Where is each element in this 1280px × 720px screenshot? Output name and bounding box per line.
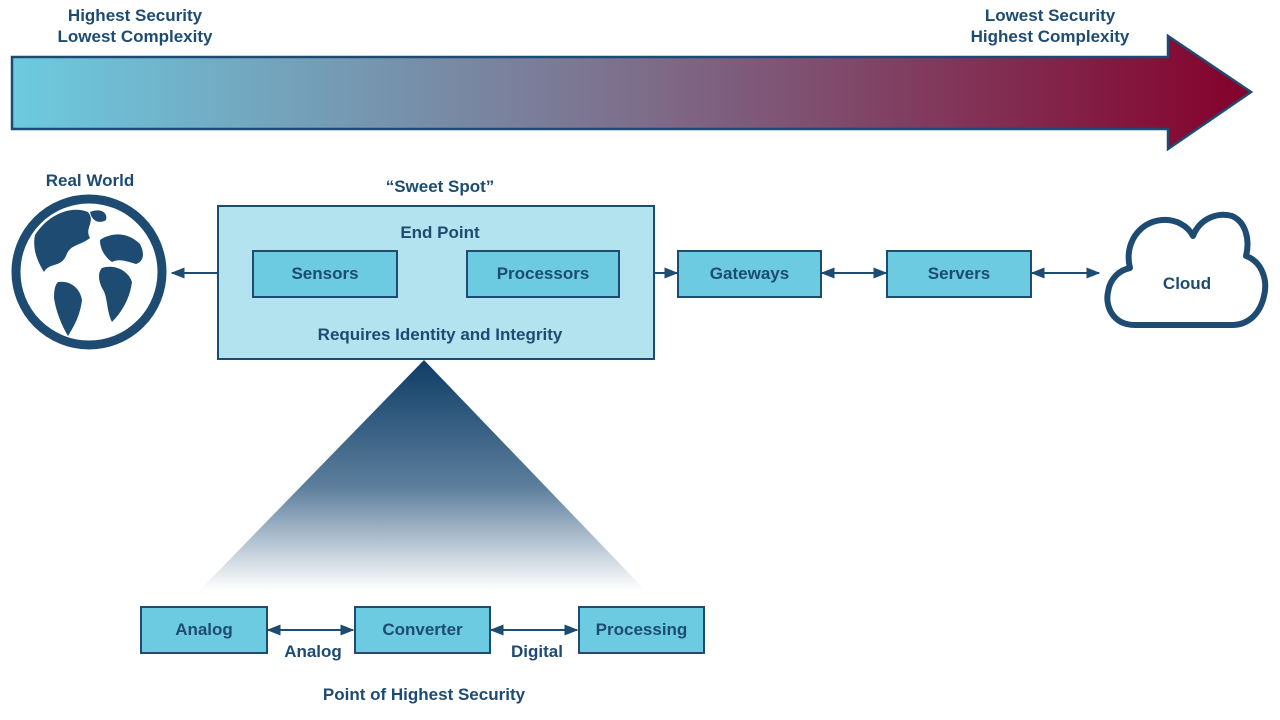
sensors-box: Sensors: [252, 250, 398, 298]
right-arrow-label-line1: Lowest Security: [984, 6, 1116, 25]
processing-box: Processing: [578, 606, 705, 654]
gateways-box: Gateways: [677, 250, 822, 298]
servers-box: Servers: [886, 250, 1032, 298]
right-arrow-label: Lowest Security Highest Complexity: [955, 5, 1145, 47]
left-arrow-label-line2: Lowest Complexity: [57, 27, 213, 46]
end-point-label: End Point: [400, 223, 480, 242]
analog-link-label: Analog: [284, 642, 342, 661]
converter-box: Converter: [354, 606, 491, 654]
processors-box: Processors: [466, 250, 620, 298]
analog-box: Analog: [140, 606, 268, 654]
cloud-label: Cloud: [1162, 274, 1212, 293]
security-complexity-arrow: [10, 33, 1254, 152]
real-world-label: Real World: [45, 171, 135, 190]
left-arrow-label: Highest Security Lowest Complexity: [40, 5, 230, 47]
sweet-spot-label: “Sweet Spot”: [385, 177, 495, 196]
right-arrow-label-line2: Highest Complexity: [970, 27, 1130, 46]
left-arrow-label-line1: Highest Security: [67, 6, 203, 25]
requirement-label: Requires Identity and Integrity: [317, 325, 563, 344]
highest-security-caption: Point of Highest Security: [322, 685, 526, 704]
digital-link-label: Digital: [511, 642, 563, 661]
globe-icon: [11, 194, 167, 350]
zoom-in-triangle: [200, 360, 645, 590]
cloud-icon: [1104, 211, 1269, 328]
